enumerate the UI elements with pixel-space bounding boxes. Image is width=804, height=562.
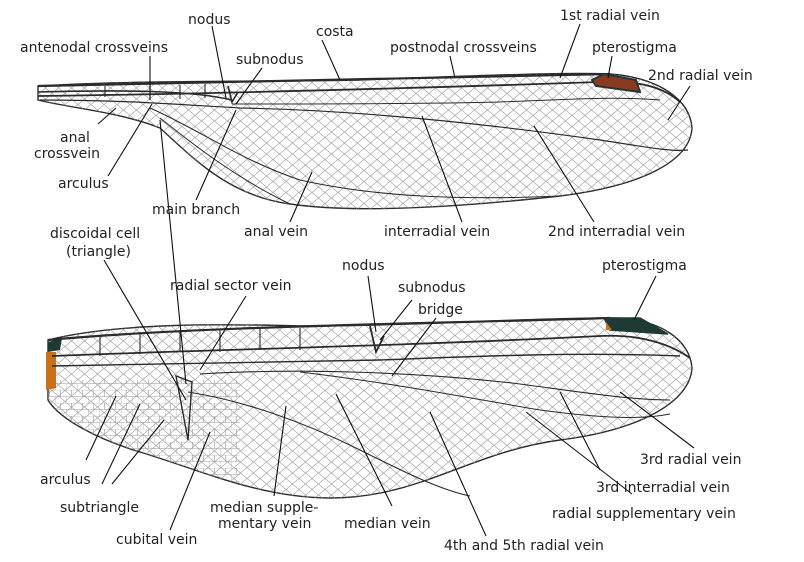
label-postnodal-crossveins: postnodal crossveins — [390, 40, 537, 56]
label-median-supplementary-line1: median supple- — [210, 500, 318, 516]
leader-lines — [85, 23, 695, 537]
hindwing-triangle — [175, 374, 193, 441]
label-pterostigma-hindwing: pterostigma — [602, 258, 687, 274]
label-subnodus-forewing: subnodus — [236, 52, 304, 68]
label-median-vein: median vein — [344, 516, 431, 532]
label-costa: costa — [316, 24, 354, 40]
label-antenodal-crossveins: antenodal crossveins — [20, 40, 168, 56]
label-pterostigma-forewing: pterostigma — [592, 40, 677, 56]
label-subtriangle: subtriangle — [60, 500, 139, 516]
hindwing-nodus-notch — [369, 325, 385, 355]
label-nodus-forewing: nodus — [188, 12, 231, 28]
label-subnodus-hindwing: subnodus — [398, 280, 466, 296]
hindwing-media — [51, 353, 681, 367]
label-discoidal-cell-line2: (triangle) — [66, 244, 131, 260]
label-cubital-vein: cubital vein — [116, 532, 197, 548]
label-4th-5th-radial-vein: 4th and 5th radial vein — [444, 538, 604, 554]
label-discoidal-cell-line1: discoidal cell — [50, 226, 140, 242]
hindwing-cubital-path — [187, 391, 471, 497]
label-interradial-vein: interradial vein — [384, 224, 490, 240]
forewing-pterostigma — [590, 72, 642, 94]
label-1st-radial-vein: 1st radial vein — [560, 8, 660, 24]
label-arculus-hindwing: arculus — [40, 472, 91, 488]
forewing-anal-path — [159, 117, 291, 205]
forewing-media — [39, 99, 689, 151]
label-radial-supplementary-vein: radial supplementary vein — [552, 506, 736, 522]
label-3rd-radial-vein: 3rd radial vein — [640, 452, 741, 468]
label-anal-crossvein-line1: anal — [60, 130, 90, 146]
label-median-supplementary-line2: mentary vein — [218, 516, 311, 532]
label-2nd-interradial-vein: 2nd interradial vein — [548, 224, 685, 240]
hindwing-antenodal-crossveins — [99, 328, 301, 356]
hindwing-pterostigma-edge — [606, 322, 612, 330]
label-bridge: bridge — [418, 302, 463, 318]
forewing-cell-mesh — [38, 73, 692, 209]
label-anal-crossvein-line2: crossvein — [34, 146, 100, 162]
forewing-radius — [37, 80, 681, 103]
forewing-costa — [37, 72, 611, 88]
hindwing-base-orange — [46, 352, 56, 390]
label-radial-sector-vein: radial sector vein — [170, 278, 292, 294]
label-arculus-forewing: arculus — [58, 176, 109, 192]
hindwing-radial-sector-path — [199, 370, 671, 401]
forewing-cubitus — [149, 107, 561, 199]
forewing-nodus-notch — [227, 85, 239, 105]
hindwing-interradial-path — [299, 371, 671, 418]
label-3rd-interradial-vein: 3rd interradial vein — [596, 480, 730, 496]
label-nodus-hindwing: nodus — [342, 258, 385, 274]
label-2nd-radial-vein: 2nd radial vein — [648, 68, 753, 84]
label-anal-vein: anal vein — [244, 224, 308, 240]
forewing-interradial-path — [231, 97, 661, 105]
label-main-branch: main branch — [152, 202, 240, 218]
hindwing-base-dark — [48, 338, 62, 352]
forewing — [37, 72, 693, 210]
hindwing-costa — [47, 316, 611, 342]
